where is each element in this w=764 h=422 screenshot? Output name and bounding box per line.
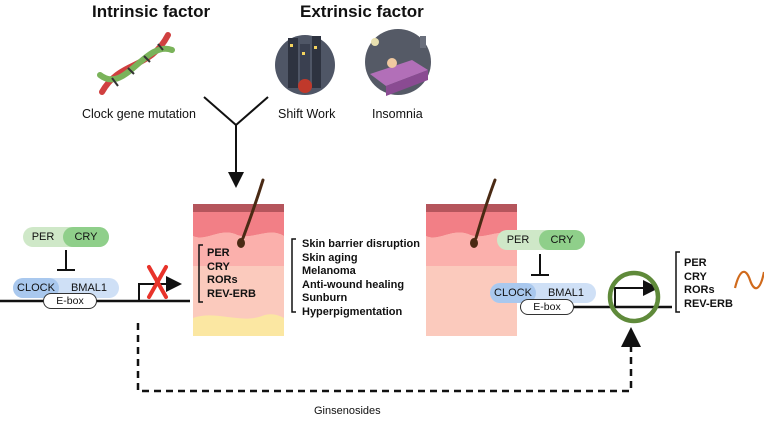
effect-item: Melanoma: [302, 265, 356, 277]
restored-gene-item: RORs: [684, 284, 715, 296]
skin-effects-list: Skin barrier disruption Skin aging Melan…: [302, 238, 420, 319]
skin-gene-item: RORs: [207, 274, 238, 286]
restored-gene-list: PER CRY RORs REV-ERB: [684, 257, 733, 311]
clock-gene-mutation-caption: Clock gene mutation: [82, 107, 196, 121]
skin-gene-item: CRY: [207, 260, 230, 273]
restored-gene-bracket: [675, 251, 680, 313]
right-per-cry-pill: PER CRY: [497, 230, 585, 250]
converging-arrow: [203, 96, 269, 188]
left-cry-label: CRY: [63, 227, 109, 247]
left-ebox: E-box: [43, 293, 97, 309]
right-promoter-arrow: [614, 280, 659, 307]
block-cross-icon: [147, 265, 168, 299]
left-inhibition-symbol: [57, 250, 75, 271]
insomnia-caption: Insomnia: [372, 107, 423, 121]
effect-item: Hyperpigmentation: [302, 305, 403, 318]
effect-item: Skin aging: [302, 251, 358, 264]
right-per-label: PER: [506, 234, 530, 246]
skin-gene-list: PER CRY RORs REV-ERB: [207, 247, 256, 301]
effect-item: Sunburn: [302, 292, 348, 304]
left-bmal1-label: BMAL1: [70, 282, 108, 294]
effect-item: Anti-wound healing: [302, 278, 405, 291]
extrinsic-factor-title: Extrinsic factor: [300, 2, 424, 21]
insomnia-icon: [365, 29, 431, 96]
skin-gene-item: PER: [207, 247, 230, 259]
restored-gene-item: REV-ERB: [684, 297, 733, 310]
skin-gene-bracket: [198, 244, 203, 303]
shift-work-icon: [275, 35, 335, 95]
left-promoter-arrow: [138, 276, 182, 301]
right-clock-bmal1-pill: CLOCK BMAL1: [490, 283, 596, 303]
ginsenosides-label: Ginsenosides: [314, 405, 381, 417]
ginsenoside-dashed-arrow: [136, 323, 641, 393]
skin-cross-section-right: [426, 178, 517, 336]
right-bmal1-label: BMAL1: [547, 287, 585, 299]
right-cry-label: CRY: [539, 230, 585, 250]
intrinsic-factor-title: Intrinsic factor: [92, 2, 211, 21]
left-per-cry-pill: PER CRY: [23, 227, 109, 247]
skin-cross-section-left: [193, 178, 284, 336]
shift-work-caption: Shift Work: [278, 107, 336, 121]
restored-gene-item: CRY: [684, 270, 707, 283]
right-ebox: E-box: [520, 299, 574, 315]
activation-circle-icon: [607, 270, 661, 324]
oscillation-wave-icon: [733, 270, 764, 290]
restored-gene-item: PER: [684, 257, 707, 269]
dna-icon: [97, 32, 175, 95]
effect-item: Skin barrier disruption: [302, 238, 420, 250]
left-per-label: PER: [31, 231, 55, 243]
right-inhibition-symbol: [531, 254, 549, 276]
effects-bracket: [291, 238, 296, 313]
right-clock-label: CLOCK: [490, 283, 536, 303]
skin-gene-item: REV-ERB: [207, 287, 256, 300]
